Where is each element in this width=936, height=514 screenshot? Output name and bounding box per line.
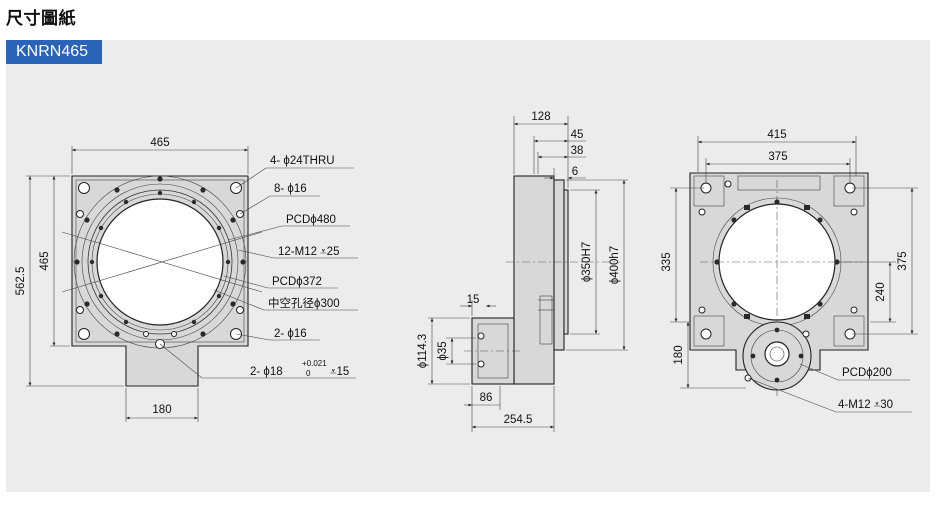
dim-side-38: 38 [571,145,584,157]
dim-back-240: 240 [875,282,887,301]
callout-2-18-tol-lower: 0 [306,369,311,378]
callout-2-18: 2- ϕ18 [250,366,283,378]
callout-4-24thru: 4- ϕ24THRU [270,155,335,167]
dim-side-400: ϕ400h7 [609,246,621,284]
dim-front-465-left: 465 [39,251,51,270]
front-view: 465 562.5 465 180 4- ϕ24THRU 8- ϕ16 PCDϕ… [15,137,358,422]
back-view: 415 375 335 180 375 240 PCDϕ200 4-M12 ⩡3… [661,129,918,413]
dim-side-114: ϕ114.3 [417,334,429,368]
dim-back-375-top: 375 [768,151,787,163]
model-tag: KNRN465 [6,40,103,64]
callout-pcd372: PCDϕ372 [272,276,322,288]
side-view: 128 45 38 6 ϕ350H7 ϕ400h7 15 ϕ114.3 [417,111,628,432]
dim-back-180: 180 [673,345,685,364]
dim-side-254: 254.5 [504,414,533,426]
dim-side-6: 6 [572,166,578,178]
page-title: 尺寸圖紙 [6,9,76,28]
dim-side-35: ϕ35 [437,341,449,360]
dim-back-335: 335 [661,252,673,271]
dim-side-86: 86 [480,392,493,404]
callout-2-18-tol-upper: +0.021 [302,359,327,368]
dim-front-562: 562.5 [15,267,27,296]
dim-side-45: 45 [571,129,584,141]
callout-2-18-depth: ⩡15 [330,366,349,378]
dim-side-15: 15 [467,294,480,306]
back-rim-holes [714,199,840,319]
dim-back-415: 415 [767,129,786,141]
front-pcd372-holes [89,190,231,325]
dim-side-350: ϕ350H7 [581,242,593,282]
callout-8-16: 8- ϕ16 [274,183,307,195]
callout-hollow-300: 中空孔径ϕ300 [268,296,340,310]
callout-2-16: 2- ϕ16 [274,328,307,340]
dim-front-180: 180 [152,404,171,416]
dim-side-128: 128 [531,111,550,123]
callout-12-m12: 12-M12 ⩡25 [278,246,339,258]
side-main-plate [513,175,555,385]
corner-hole-tl [78,182,90,194]
front-hollow-bore [96,198,224,326]
callout-4-m12-30: 4-M12 ⩡30 [838,399,893,411]
corner-hole-bl [78,328,90,340]
dim-front-465-top: 465 [150,137,169,149]
dim-back-375-right: 375 [897,251,909,270]
callout-pcd480: PCDϕ480 [286,214,336,226]
callout-pcd200: PCDϕ200 [842,367,892,379]
